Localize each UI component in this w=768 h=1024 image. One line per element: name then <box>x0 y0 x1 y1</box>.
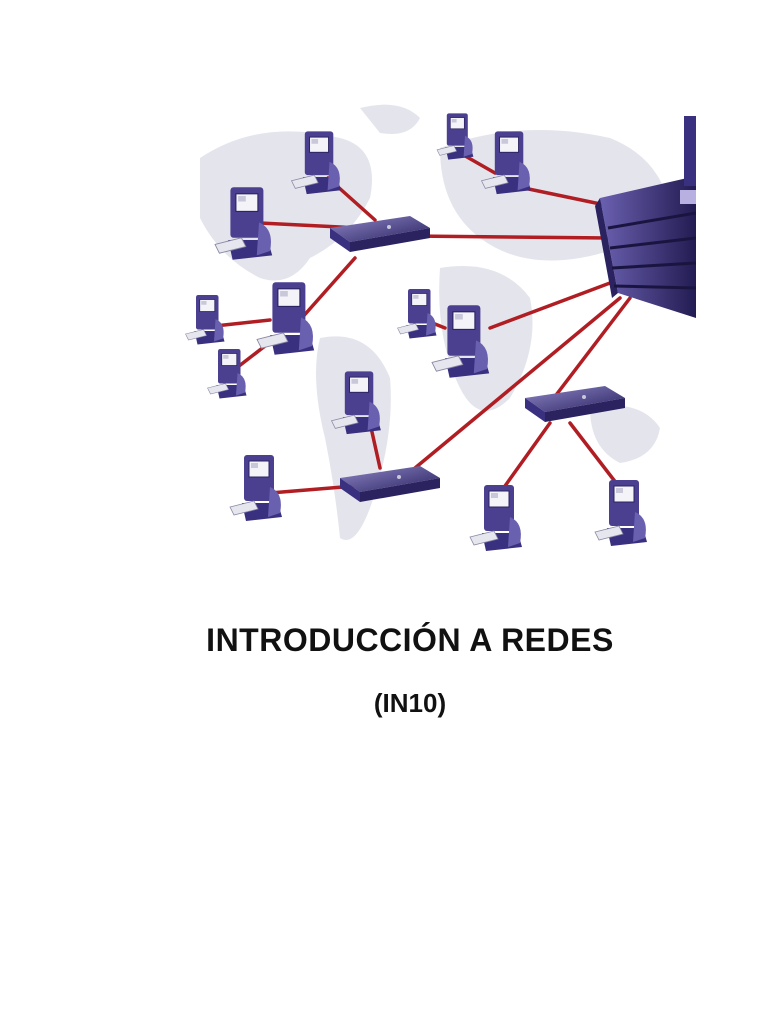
workstation <box>256 281 315 356</box>
workstation <box>397 288 437 339</box>
central-server-rack <box>595 116 696 318</box>
workstation <box>185 294 225 345</box>
workstation <box>229 454 283 522</box>
workstation <box>436 113 474 160</box>
workstation <box>469 484 523 552</box>
network-illustration <box>140 88 696 588</box>
document-title: INTRODUCCIÓN A REDES <box>206 622 614 658</box>
document-subtitle: (IN10) <box>373 688 447 718</box>
workstation <box>207 348 247 399</box>
workstation <box>594 479 648 547</box>
